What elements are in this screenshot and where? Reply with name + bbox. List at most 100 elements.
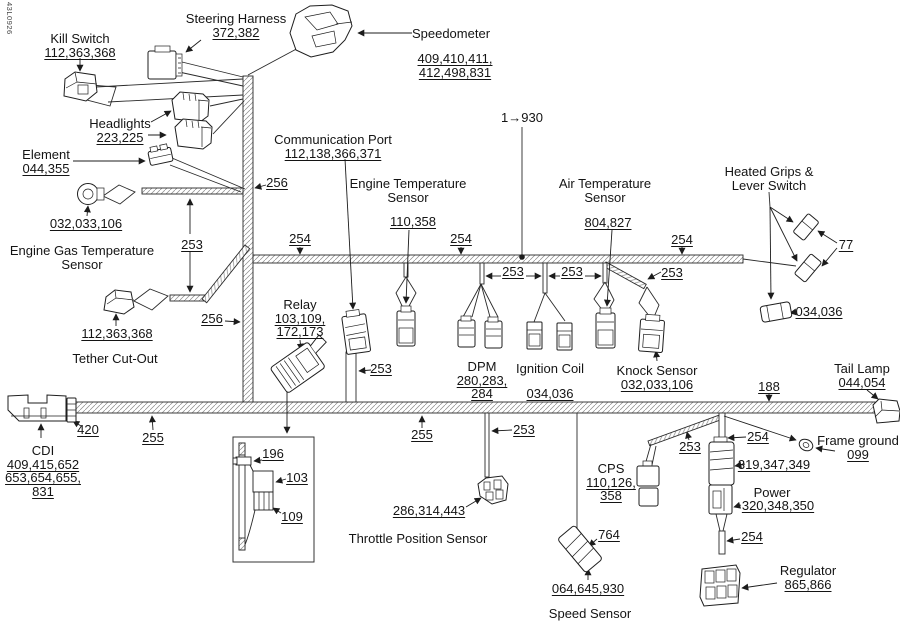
inset-box: [232, 436, 315, 563]
label-air-temp-name: Air Temperature Sensor: [558, 176, 652, 205]
label-wire-196: 196: [262, 446, 284, 461]
speedometer-name: Speedometer: [411, 26, 491, 41]
label-wire-253-left: 253: [181, 237, 203, 252]
label-heated-grips: Heated Grips & Lever Switch: [724, 164, 814, 193]
label-wire-256-upper: 256: [266, 175, 288, 190]
label-speed-sensor-ref: 764: [598, 527, 620, 542]
tether-cut-out-connector: [103, 289, 135, 315]
lever-switch-connector: [759, 301, 793, 323]
communication-port-connector: [341, 309, 371, 355]
upper-horizontal-harness: [252, 254, 744, 264]
label-wire-103: 103: [286, 470, 308, 485]
label-steering-harness: Steering Harness 372,382: [186, 12, 286, 39]
label-relay: Relay 103,109, 172,173: [274, 297, 326, 340]
label-wire-254-a: 254: [289, 231, 311, 246]
dpm-connector-left: [457, 315, 476, 348]
tether-branch-diagonal: [201, 244, 251, 304]
label-wire-253-g: 253: [679, 439, 701, 454]
label-wire-254-d: 254: [747, 429, 769, 444]
speedometer-connector: [289, 4, 353, 58]
label-ignition-coil: Ignition Coil: [516, 361, 584, 376]
label-wire-253-c: 253: [561, 264, 583, 279]
engine-gas-temp-connector: [77, 183, 105, 205]
cps-connector: [636, 460, 660, 507]
label-kill-switch: Kill Switch 112,363,368: [44, 32, 115, 59]
power-connector: [708, 484, 733, 515]
label-dpm: DPM 280,283, 284: [456, 359, 508, 402]
dpm-connector-right: [484, 316, 503, 349]
tether-branch-horizontal: [169, 294, 207, 302]
label-wire-255-a: 255: [142, 430, 164, 445]
connectors: [7, 4, 900, 607]
voltage-connector-319: [708, 436, 735, 486]
dpm-drop: [479, 262, 485, 285]
label-wire-254-e: 254: [741, 529, 763, 544]
label-tether-parts: 112,363,368: [81, 326, 153, 341]
label-wire-253-e: 253: [370, 361, 392, 376]
label-wire-109: 109: [281, 509, 303, 524]
inset-part-196: [235, 456, 252, 466]
label-tps-name: Throttle Position Sensor: [348, 531, 488, 546]
tps-drop: [484, 412, 490, 478]
steering-harness-parts: 372,382: [212, 24, 260, 40]
air-temp-connector: [595, 307, 616, 349]
label-speed-sensor-parts: 064,645,930: [551, 581, 625, 596]
label-wire-254-c: 254: [671, 232, 693, 247]
label-wire-930: 1→930: [501, 110, 543, 125]
regulator-connector: [699, 564, 741, 607]
label-headlights: Headlights 223,225: [89, 116, 151, 145]
inset-part-103: [252, 470, 274, 493]
ignition-coil-terminal-left: [526, 321, 543, 350]
label-wire-253-d: 253: [661, 265, 683, 280]
regulator-wire: [718, 530, 726, 555]
label-heated-grips-ref: 77: [838, 237, 854, 252]
label-knock-sensor: Knock Sensor 032,033,106: [616, 363, 698, 392]
label-engine-gas-temp-parts: 032,033,106: [49, 216, 123, 231]
label-tail-lamp: Tail Lamp 044,054: [834, 361, 890, 390]
air-temp-drop: [602, 262, 608, 284]
relay-device: [270, 334, 327, 393]
kill-switch-connector: [63, 71, 98, 102]
label-wire-253-b: 253: [502, 264, 524, 279]
main-vertical-harness: [242, 75, 254, 404]
engine-temp-connector: [396, 305, 416, 347]
label-heated-grips-parts: 034,036: [795, 304, 843, 319]
label-wire-188: 188: [758, 379, 780, 394]
label-regulator: Regulator 865,866: [779, 563, 837, 592]
cdi-seal-420: [66, 397, 77, 423]
label-engine-temp-name: Engine Temperature Sensor: [349, 176, 467, 205]
heated-grip-connector-upper: [793, 213, 819, 241]
label-frame-ground: Frame ground 099: [817, 433, 899, 462]
label-communication-port: Communication Port 112,138,366,371: [274, 132, 392, 161]
label-engine-temp-parts: 110,358: [389, 214, 437, 229]
harness-trunks: [75, 75, 876, 447]
knock-sensor-connector: [638, 313, 665, 353]
speed-sensor-connector: [558, 525, 602, 573]
wire-channels: [345, 262, 726, 555]
label-power-parts: 320,348,350: [741, 498, 815, 513]
throttle-position-connector: [477, 475, 509, 505]
label-wire-256-lower: 256: [201, 311, 223, 326]
label-wire-254-b: 254: [450, 231, 472, 246]
document-code: 43L0926: [5, 2, 14, 35]
label-tether-name: Tether Cut-Out: [72, 351, 158, 366]
label-air-temp-parts: 804,827: [584, 215, 632, 230]
steering-harness-name: Steering Harness: [185, 11, 287, 26]
kill-switch-parts: 112,363,368: [44, 44, 116, 60]
label-speedometer-parts: 409,410,411, 412,498,831: [417, 51, 493, 80]
leader-arrows: [37, 29, 879, 591]
power-branch-stub: [718, 412, 726, 440]
label-wire-319: 319,347,349: [737, 457, 811, 472]
headlight-connector-lower: [174, 118, 213, 150]
headlight-connector-upper: [171, 91, 210, 123]
label-tps-parts: 286,314,443: [392, 503, 466, 518]
tail-lamp-connector: [872, 398, 900, 424]
label-cps: CPS 110,126, 358: [586, 461, 636, 504]
kill-switch-name: Kill Switch: [50, 31, 110, 46]
label-element: Element 044,355: [22, 147, 70, 176]
label-engine-gas-temp-name: Engine Gas Temperature Sensor: [9, 243, 155, 272]
label-speedometer: Speedometer: [412, 27, 490, 41]
inset-part-109: [253, 491, 274, 511]
